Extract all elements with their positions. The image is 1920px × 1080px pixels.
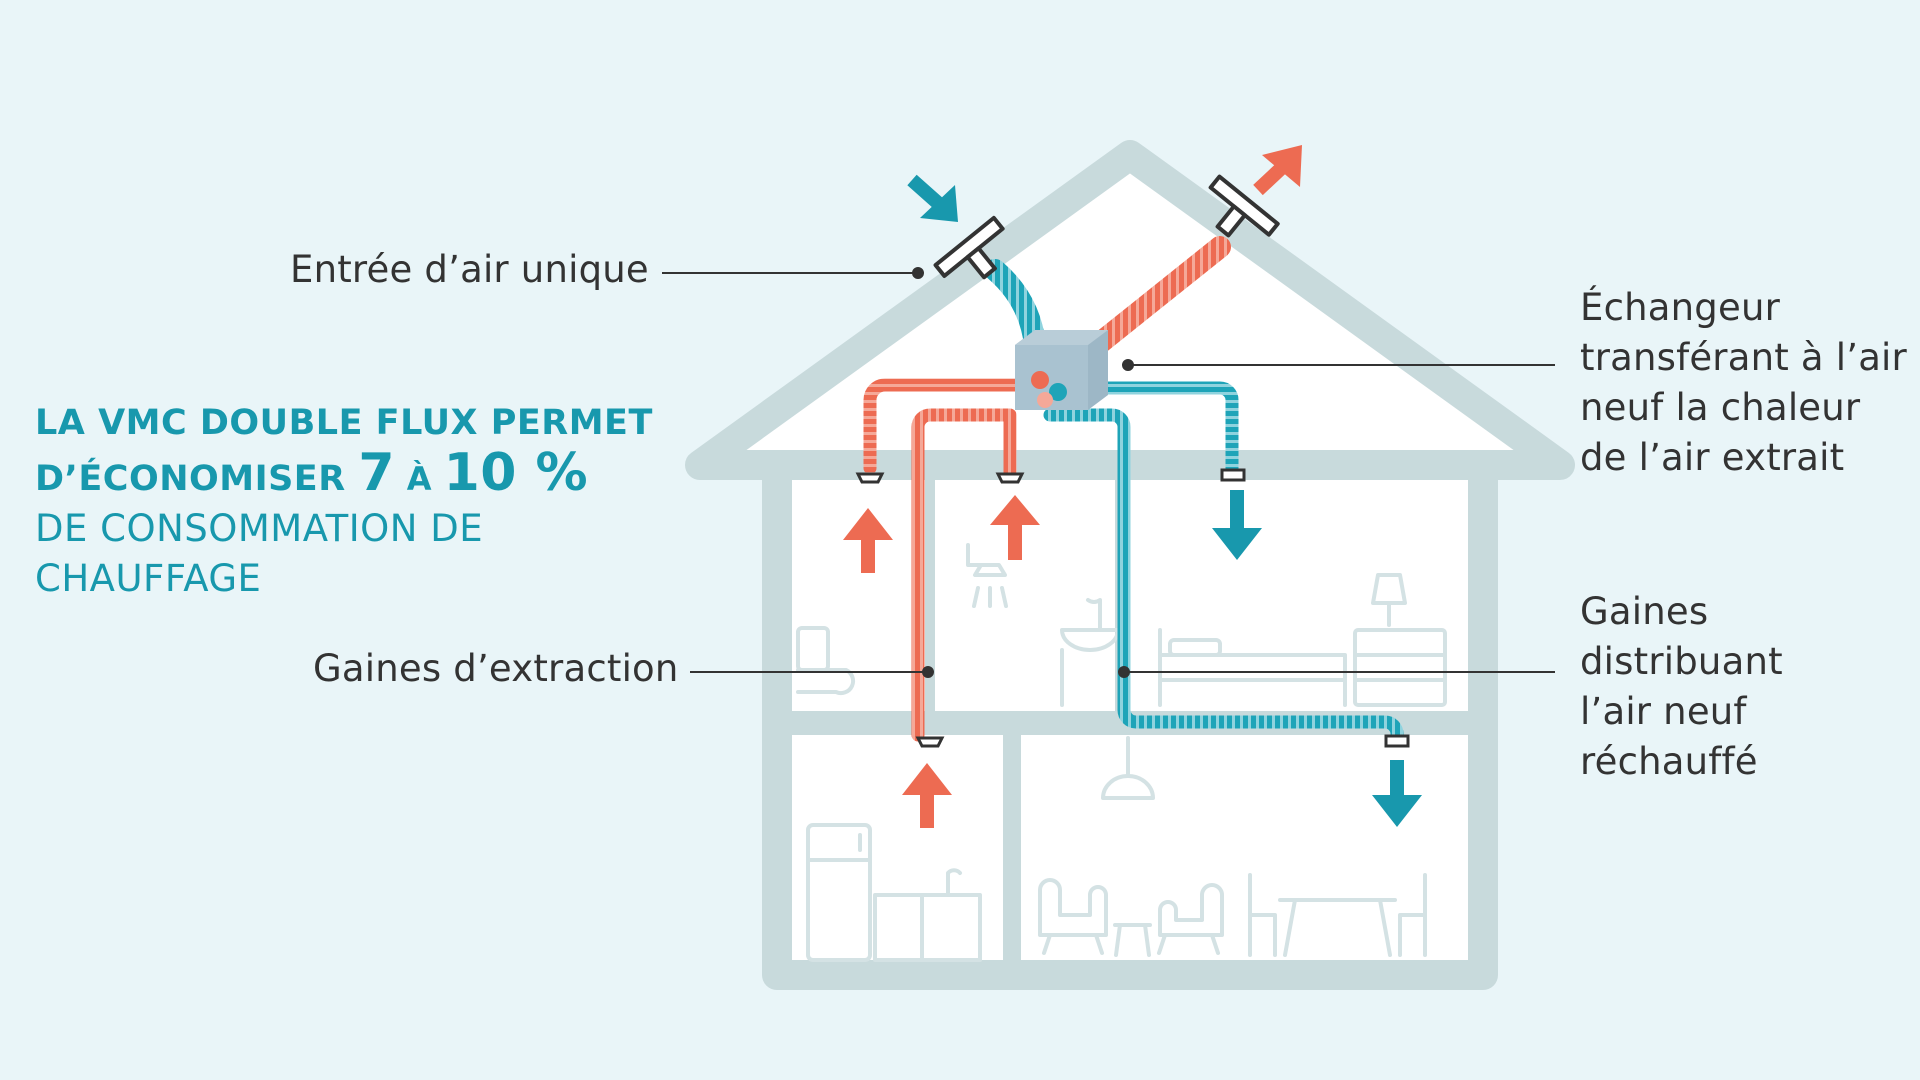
headline-line-4: CHAUFFAGE: [35, 557, 262, 600]
headline-line-2-text: D’ÉCONOMISER: [35, 459, 359, 499]
dining-table-icon: [1248, 873, 1427, 957]
headline-number-10: 10 %: [443, 443, 589, 503]
bed-icon: [1158, 628, 1347, 707]
label-entree-air: Entrée d’air unique: [290, 248, 649, 291]
intake-terminal: [933, 215, 1005, 280]
leader-echangeur: [1122, 359, 1555, 371]
exhaust-terminal: [1208, 174, 1280, 238]
exhaust-out-arrow: [1253, 145, 1302, 196]
armchair-icon-2: [1157, 883, 1224, 955]
extract-ducts: [863, 236, 1231, 742]
lamp-icon: [1353, 573, 1447, 707]
supply-vent-1: [1220, 468, 1246, 482]
supply-vent-2: [1384, 734, 1410, 748]
label-distribution-line-2: distribuant: [1580, 640, 1783, 683]
label-distribution: Gaines distribuant l’air neuf réchauffé: [1580, 587, 1783, 787]
leader-extraction: [690, 666, 934, 678]
fresh-air-in-arrow: [907, 174, 958, 222]
sink-icon: [1060, 598, 1120, 707]
label-echangeur-line-2: transférant à l’air: [1580, 336, 1907, 379]
label-gaines-extraction: Gaines d’extraction: [313, 647, 679, 690]
headline-line-2: D’ÉCONOMISER 7 À 10 %: [35, 447, 653, 504]
headline-line-1: LA VMC DOUBLE FLUX PERMET: [35, 403, 653, 443]
extract-vent-3: [915, 736, 945, 748]
extract-up-arrow-3: [902, 763, 952, 828]
leader-entree: [662, 267, 924, 279]
extract-up-arrow-2: [990, 495, 1040, 560]
pendant-lamp-icon: [1101, 736, 1155, 800]
label-echangeur: Échangeur transférant à l’air neuf la ch…: [1580, 283, 1907, 483]
fridge-icon: [806, 823, 872, 962]
label-distribution-line-1: Gaines: [1580, 590, 1709, 633]
extract-up-arrow-1: [843, 508, 893, 573]
extract-vent-1: [855, 472, 885, 484]
label-echangeur-line-3: neuf la chaleur: [1580, 386, 1861, 429]
headline-a: À: [395, 460, 444, 498]
headline-number-7: 7: [358, 443, 396, 503]
extract-vent-2: [995, 472, 1025, 484]
label-distribution-line-4: réchauffé: [1580, 740, 1758, 783]
heat-exchanger-icon: [1015, 330, 1108, 410]
label-echangeur-line-4: de l’air extrait: [1580, 436, 1845, 479]
headline-savings: LA VMC DOUBLE FLUX PERMET D’ÉCONOMISER 7…: [35, 398, 653, 604]
supply-down-arrow-2: [1372, 760, 1422, 827]
headline-line-3: DE CONSOMMATION DE: [35, 507, 484, 550]
supply-down-arrow-1: [1212, 490, 1262, 560]
armchair-icon: [1038, 878, 1108, 955]
side-table-icon: [1113, 923, 1152, 957]
label-echangeur-line-1: Échangeur: [1580, 286, 1781, 329]
label-distribution-line-3: l’air neuf: [1580, 690, 1747, 733]
leader-distribution: [1118, 666, 1555, 678]
shower-icon: [966, 543, 1008, 608]
kitchen-counter-icon: [873, 868, 982, 962]
